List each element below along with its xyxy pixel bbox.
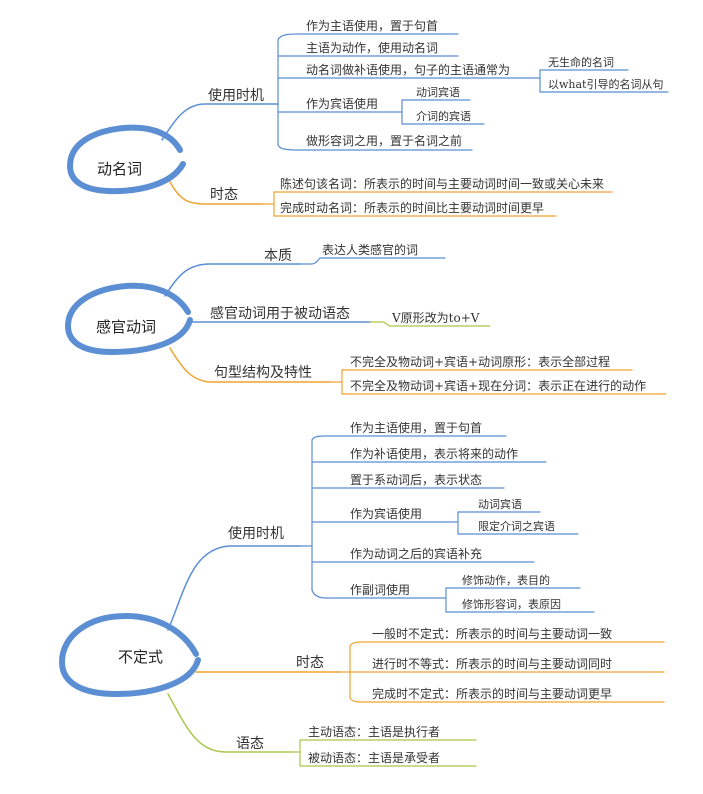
infinitive-usage-item-6: 作副词使用 bbox=[350, 583, 411, 597]
infinitive-voice-label: 语态 bbox=[236, 736, 264, 752]
infinitive-tense-item-3: 完成时不定式：所表示的时间与主要动词更早 bbox=[372, 687, 613, 701]
gerund-usage-label: 使用时机 bbox=[208, 88, 264, 104]
sense-structure-label: 句型结构及特性 bbox=[214, 365, 312, 381]
sense-root-title: 感官动词 bbox=[96, 318, 157, 336]
infinitive-usage-item-4: 作为宾语使用 bbox=[350, 507, 423, 521]
gerund-usage-item-2: 主语为动作，使用动名词 bbox=[306, 41, 439, 55]
gerund-root-title: 动名词 bbox=[97, 160, 143, 178]
sense-essence-item: 表达人类感官的词 bbox=[322, 243, 419, 257]
gerund-object-sub-1: 动词宾语 bbox=[416, 86, 460, 99]
sense-structure-item-1: 不完全及物动词+宾语+动词原形：表示全部过程 bbox=[350, 355, 611, 369]
infinitive-root-title: 不定式 bbox=[118, 648, 164, 666]
sense-passive-item: V原形改为to+V bbox=[392, 311, 480, 325]
infinitive-adverb-sub-2: 修饰形容词，表原因 bbox=[462, 598, 561, 611]
gerund-tense-item-1: 陈述句该名词：所表示的时间与主要动词时间一致或关心未来 bbox=[280, 177, 605, 191]
infinitive-root-arc bbox=[58, 612, 201, 698]
sense-essence-label: 本质 bbox=[264, 248, 292, 264]
gerund-complement-sub-1: 无生命的名词 bbox=[548, 56, 614, 69]
gerund-complement-sub-2: 以what引导的名词从句 bbox=[548, 78, 664, 91]
infinitive-object-sub-1: 动词宾语 bbox=[478, 498, 522, 511]
sense-structure-item-2: 不完全及物动词+宾语+现在分词：表示正在进行的动作 bbox=[350, 379, 647, 393]
infinitive-object-sub-2: 限定介词之宾语 bbox=[478, 520, 555, 533]
gerund-usage-item-5: 做形容词之用，置于名词之前 bbox=[306, 134, 463, 148]
gerund-tense-item-2: 完成时动名词：所表示的时间比主要动词时间更早 bbox=[280, 201, 545, 215]
gerund-usage-item-4: 作为宾语使用 bbox=[306, 97, 379, 111]
sense-passive-label: 感官动词用于被动语态 bbox=[210, 306, 350, 322]
gerund-usage-item-3: 动名词做补语使用，句子的主语通常为 bbox=[306, 63, 511, 77]
infinitive-usage-item-2: 作为补语使用，表示将来的动作 bbox=[350, 447, 519, 461]
sense-root-arc bbox=[64, 282, 193, 356]
infinitive-usage-item-1: 作为主语使用，置于句首 bbox=[350, 421, 483, 435]
infinitive-tense-item-2: 进行时不等式：所表示的时间与主要动词同时 bbox=[372, 657, 613, 671]
gerund-tense-label: 时态 bbox=[210, 187, 238, 203]
infinitive-voice-item-1: 主动语态：主语是执行者 bbox=[308, 725, 441, 739]
gerund-usage-item-1: 作为主语使用，置于句首 bbox=[306, 19, 439, 33]
infinitive-voice-item-2: 被动语态：主语是承受者 bbox=[308, 751, 441, 765]
infinitive-usage-item-5: 作为动词之后的宾语补充 bbox=[350, 547, 483, 561]
infinitive-adverb-sub-1: 修饰动作，表目的 bbox=[462, 574, 550, 587]
infinitive-usage-label: 使用时机 bbox=[228, 526, 284, 542]
gerund-object-sub-2: 介词的宾语 bbox=[416, 110, 471, 123]
infinitive-tense-item-1: 一般时不定式：所表示的时间与主要动词一致 bbox=[372, 627, 613, 641]
infinitive-usage-item-3: 置于系动词后，表示状态 bbox=[350, 473, 483, 487]
gerund-root-arc bbox=[66, 124, 186, 195]
infinitive-tense-label: 时态 bbox=[296, 655, 324, 671]
